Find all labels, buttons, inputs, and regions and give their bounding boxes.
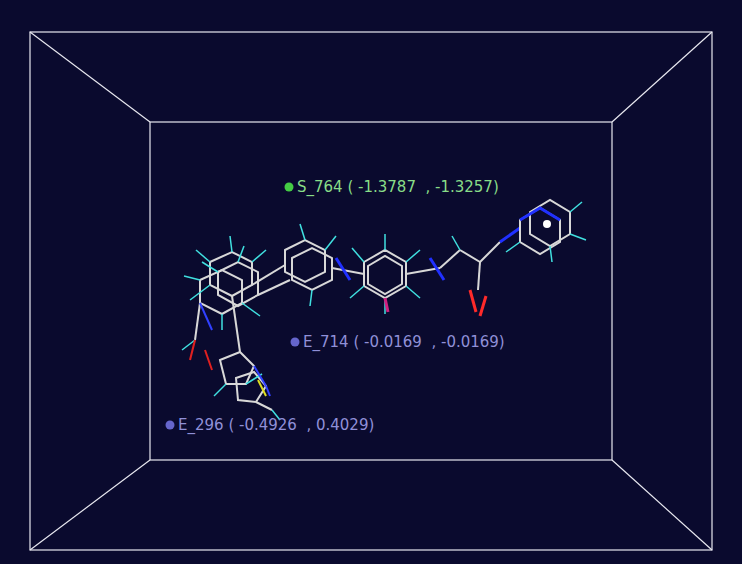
point-markers [166, 183, 300, 430]
point-label: E_296 ( -0.4926 , 0.4029) [178, 416, 374, 434]
molecule-overlay [182, 200, 586, 420]
point-label: S_764 ( -1.3787 , -1.3257) [297, 178, 499, 196]
point-label: E_714 ( -0.0169 , -0.0169) [303, 333, 505, 351]
wire-box [30, 32, 712, 550]
